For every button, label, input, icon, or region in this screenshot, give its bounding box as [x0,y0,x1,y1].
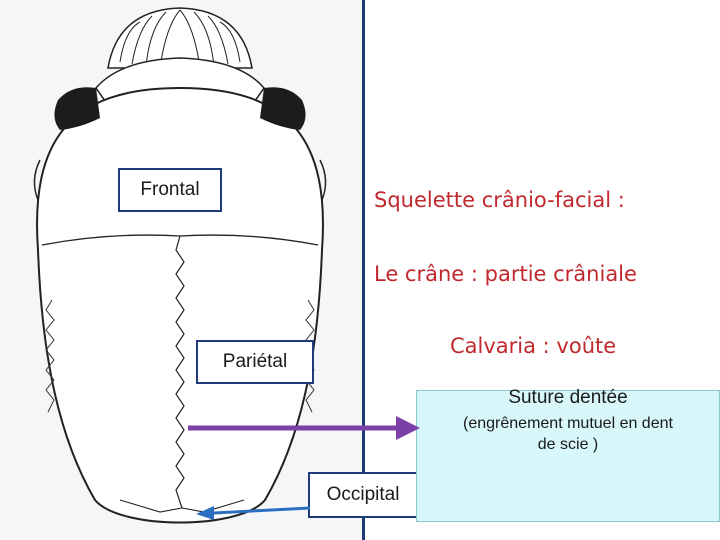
teeth-arch [107,7,253,69]
suture-desc-line1: (engrênement mutuel en dent [463,415,673,432]
suture-title: Suture dentée [508,387,628,408]
calvaria-text: Calvaria : voûte [450,334,617,358]
parietal-label: Pariétal [196,340,314,384]
suture-description: (engrênement mutuel en dent de scie ) [417,413,719,455]
frontal-label: Frontal [118,168,222,212]
suture-desc-line2: de scie ) [537,436,599,453]
skull-outline [36,86,324,524]
skull-illustration [33,7,327,524]
sagittal-suture [175,235,185,509]
left-orbit [54,87,100,130]
occipital-label: Occipital [308,472,418,518]
heading: Squelette crânio-facial : [374,188,625,212]
right-orbit [260,87,306,130]
suture-callout: Suture dentée (engrênement mutuel en den… [416,387,720,522]
subheading: Le crâne : partie crâniale [374,262,637,286]
